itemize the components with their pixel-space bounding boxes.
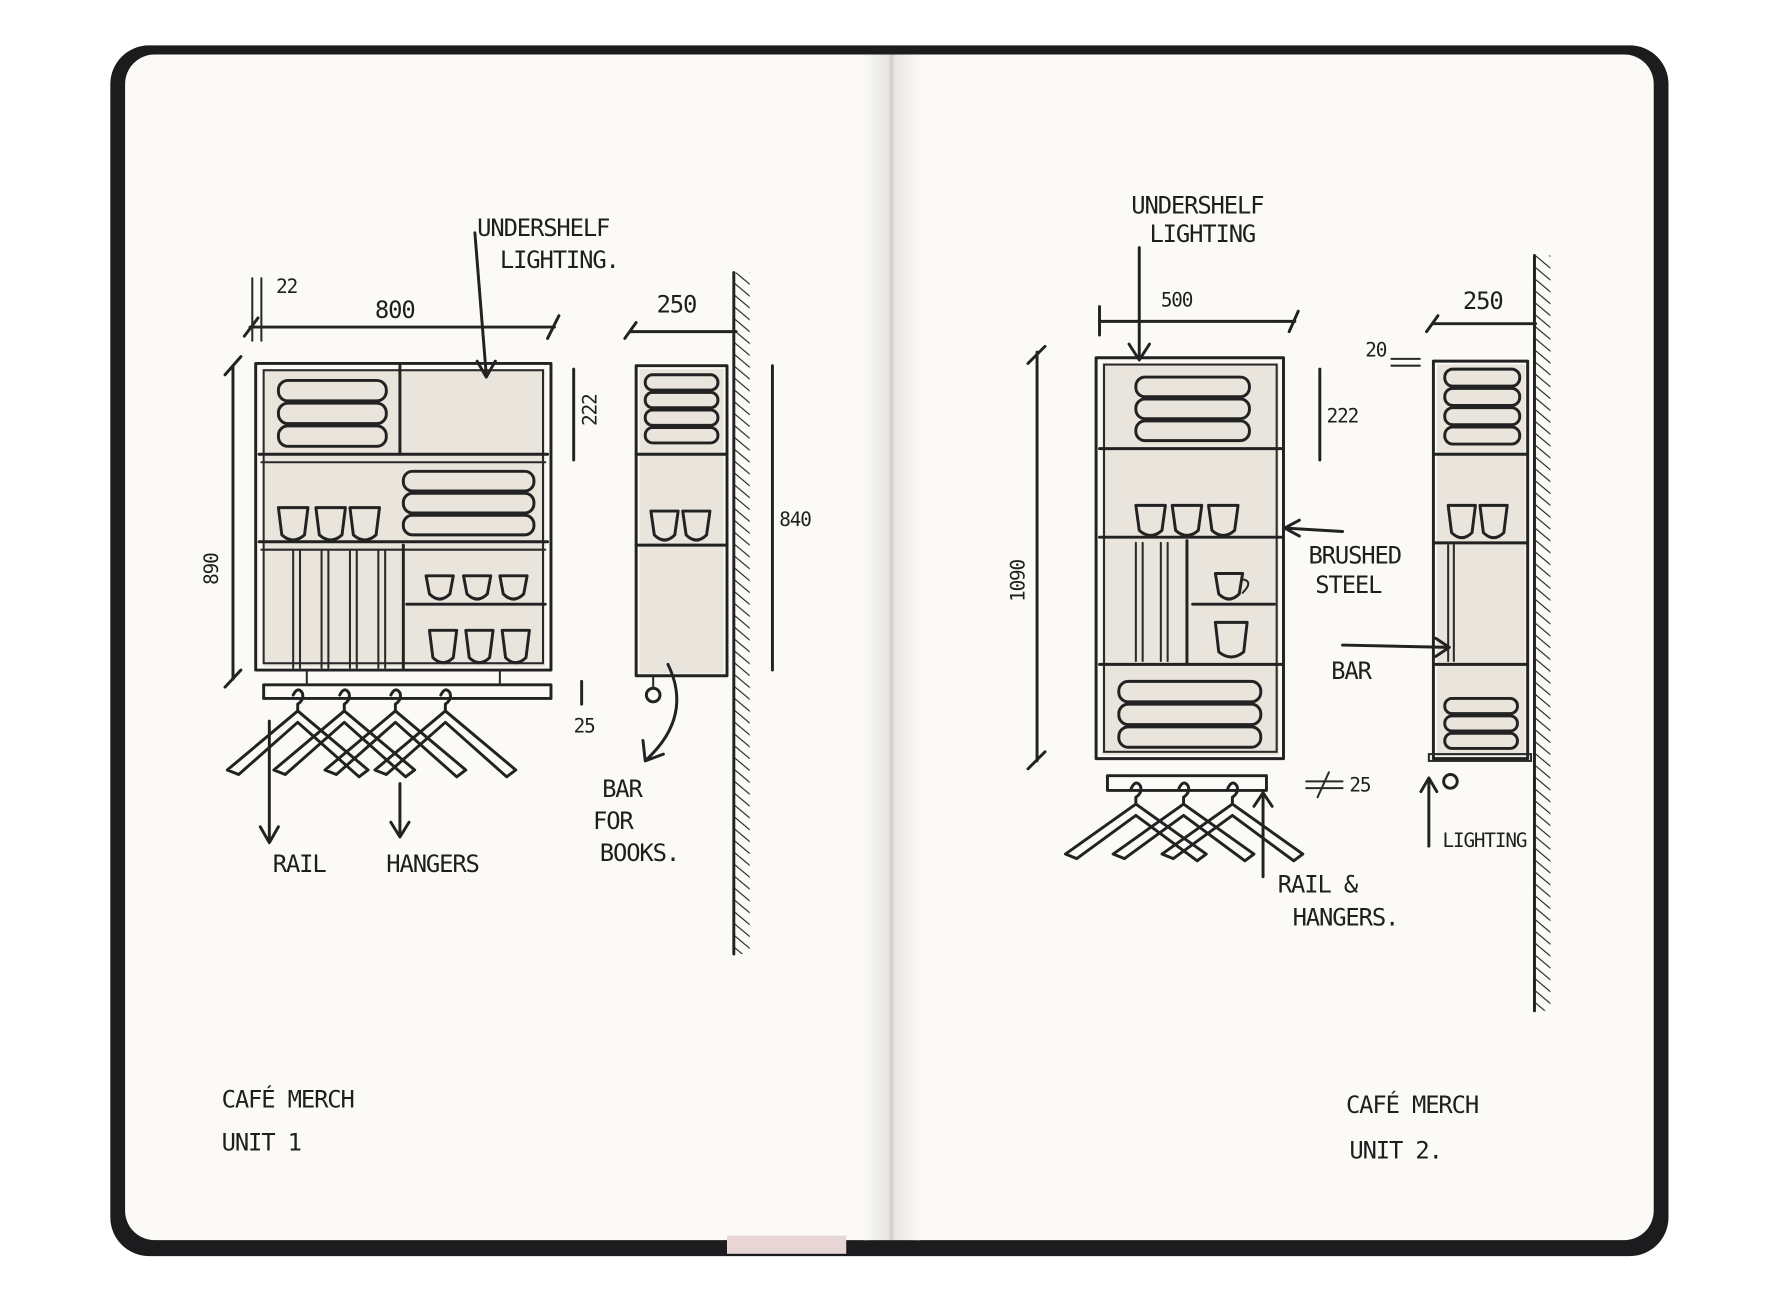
dim-rail: 25 <box>574 715 595 738</box>
folded-towel <box>643 373 720 392</box>
folded-towel <box>1134 397 1251 421</box>
folded-towel <box>401 513 536 537</box>
cup <box>314 506 347 542</box>
folded-towel <box>276 401 388 426</box>
dim-width: 800 <box>375 296 415 324</box>
dim-thickness: 22 <box>276 275 297 298</box>
folded-towel <box>401 469 536 493</box>
folded-towel <box>1117 702 1263 727</box>
folded-towel <box>401 491 536 515</box>
clothes-hanger <box>373 688 518 779</box>
clothes-hanger <box>1063 781 1208 863</box>
cup <box>348 506 381 542</box>
cup-handle <box>1241 578 1250 594</box>
dim-side-thickness: 20 <box>1365 339 1386 362</box>
clothes-hanger <box>225 688 370 779</box>
caption-unit: UNIT 2. <box>1349 1136 1441 1164</box>
folded-towel <box>1134 375 1251 399</box>
folded-towel <box>276 424 388 448</box>
lighting-label: LIGHTING <box>1442 829 1526 852</box>
dim-shelf: 222 <box>578 394 601 425</box>
folded-towel <box>643 426 720 445</box>
folded-towel <box>1443 367 1522 388</box>
lighting-note-line2: LIGHTING <box>1149 220 1255 248</box>
cup <box>1446 503 1477 540</box>
cup <box>1478 503 1509 540</box>
unit1-side-elevation <box>634 271 750 956</box>
folded-towel <box>1134 419 1251 443</box>
unit2-side-elevation <box>1427 254 1551 1013</box>
folded-towel <box>276 378 388 403</box>
unit1-dimensions: 22 800 890 222 25 250 840 <box>200 275 812 738</box>
lighting-note-line2: LIGHTING. <box>500 246 619 274</box>
bookmark-ribbon <box>727 1235 847 1254</box>
unit2-annotations: UNDERSHELF LIGHTING BRUSHED STEEL BAR LI… <box>1127 192 1528 1164</box>
cup <box>681 509 712 542</box>
bar-note-line2: FOR <box>593 807 634 835</box>
dim-width: 500 <box>1161 289 1193 312</box>
wall-hatch <box>733 272 750 954</box>
unit1-rail-and-hangers <box>225 669 553 779</box>
folded-towel <box>1443 714 1519 733</box>
folded-towel <box>1443 425 1522 446</box>
folded-towel <box>1117 725 1263 749</box>
dim-height: 1090 <box>1007 559 1030 601</box>
cup <box>464 628 495 665</box>
rail-note-line2: HANGERS. <box>1293 904 1399 932</box>
folded-towel <box>643 408 720 427</box>
unit2-front-elevation <box>1094 356 1285 761</box>
cup <box>1213 572 1245 601</box>
cup <box>1213 620 1249 659</box>
dim-side-height: 840 <box>779 508 811 531</box>
dim-shelf: 222 <box>1327 404 1358 427</box>
cup <box>1170 503 1204 537</box>
cup <box>424 574 455 601</box>
bar-note-line1: BAR <box>602 775 643 803</box>
dim-rail: 25 <box>1349 774 1370 797</box>
cup <box>1134 503 1167 537</box>
unit1-front-elevation <box>254 361 553 672</box>
caption-unit: UNIT 1 <box>222 1128 301 1156</box>
clothes-hanger <box>1111 781 1256 863</box>
lighting-note-line1: UNDERSHELF <box>477 214 609 242</box>
spine-fold <box>863 54 921 1241</box>
folded-towel <box>1443 386 1522 407</box>
bar-note-line3: BOOKS. <box>600 839 679 867</box>
cup <box>1207 503 1240 537</box>
dim-side-depth: 250 <box>657 290 697 318</box>
steel-note-line1: BRUSHED <box>1308 541 1400 569</box>
unit2-dimensions: 500 1090 222 25 250 20 <box>1007 287 1538 799</box>
folded-towel <box>1443 731 1519 750</box>
clothes-hanger <box>272 688 417 779</box>
wall-hatch <box>1534 255 1551 1011</box>
clothes-hanger <box>1160 781 1305 863</box>
dim-height: 890 <box>200 553 223 585</box>
cup <box>462 574 493 601</box>
cup <box>649 509 680 542</box>
steel-note-line2: STEEL <box>1315 571 1382 599</box>
dim-side-depth: 250 <box>1463 287 1503 315</box>
cup <box>427 628 459 665</box>
rail-note-line1: RAIL & <box>1278 871 1359 899</box>
unit2-rail-and-hangers <box>1063 774 1305 863</box>
folded-towel <box>1117 679 1263 704</box>
cup <box>500 628 531 665</box>
unit1-annotations: UNDERSHELF LIGHTING. BAR FOR BOOKS. RAIL… <box>222 214 681 1156</box>
clothes-hanger <box>323 688 468 779</box>
bar-label: BAR <box>1331 657 1372 685</box>
rail-label: RAIL <box>273 850 327 878</box>
caption-title: CAFÉ MERCH <box>1346 1091 1478 1119</box>
folded-towel <box>643 390 720 410</box>
folded-towel <box>1443 406 1522 427</box>
cup <box>276 506 310 542</box>
folded-towel <box>1443 696 1519 716</box>
lighting-note-line1: UNDERSHELF <box>1131 192 1263 220</box>
hangers-label: HANGERS <box>386 850 478 878</box>
cup <box>498 574 529 601</box>
caption-title: CAFÉ MERCH <box>222 1085 354 1113</box>
